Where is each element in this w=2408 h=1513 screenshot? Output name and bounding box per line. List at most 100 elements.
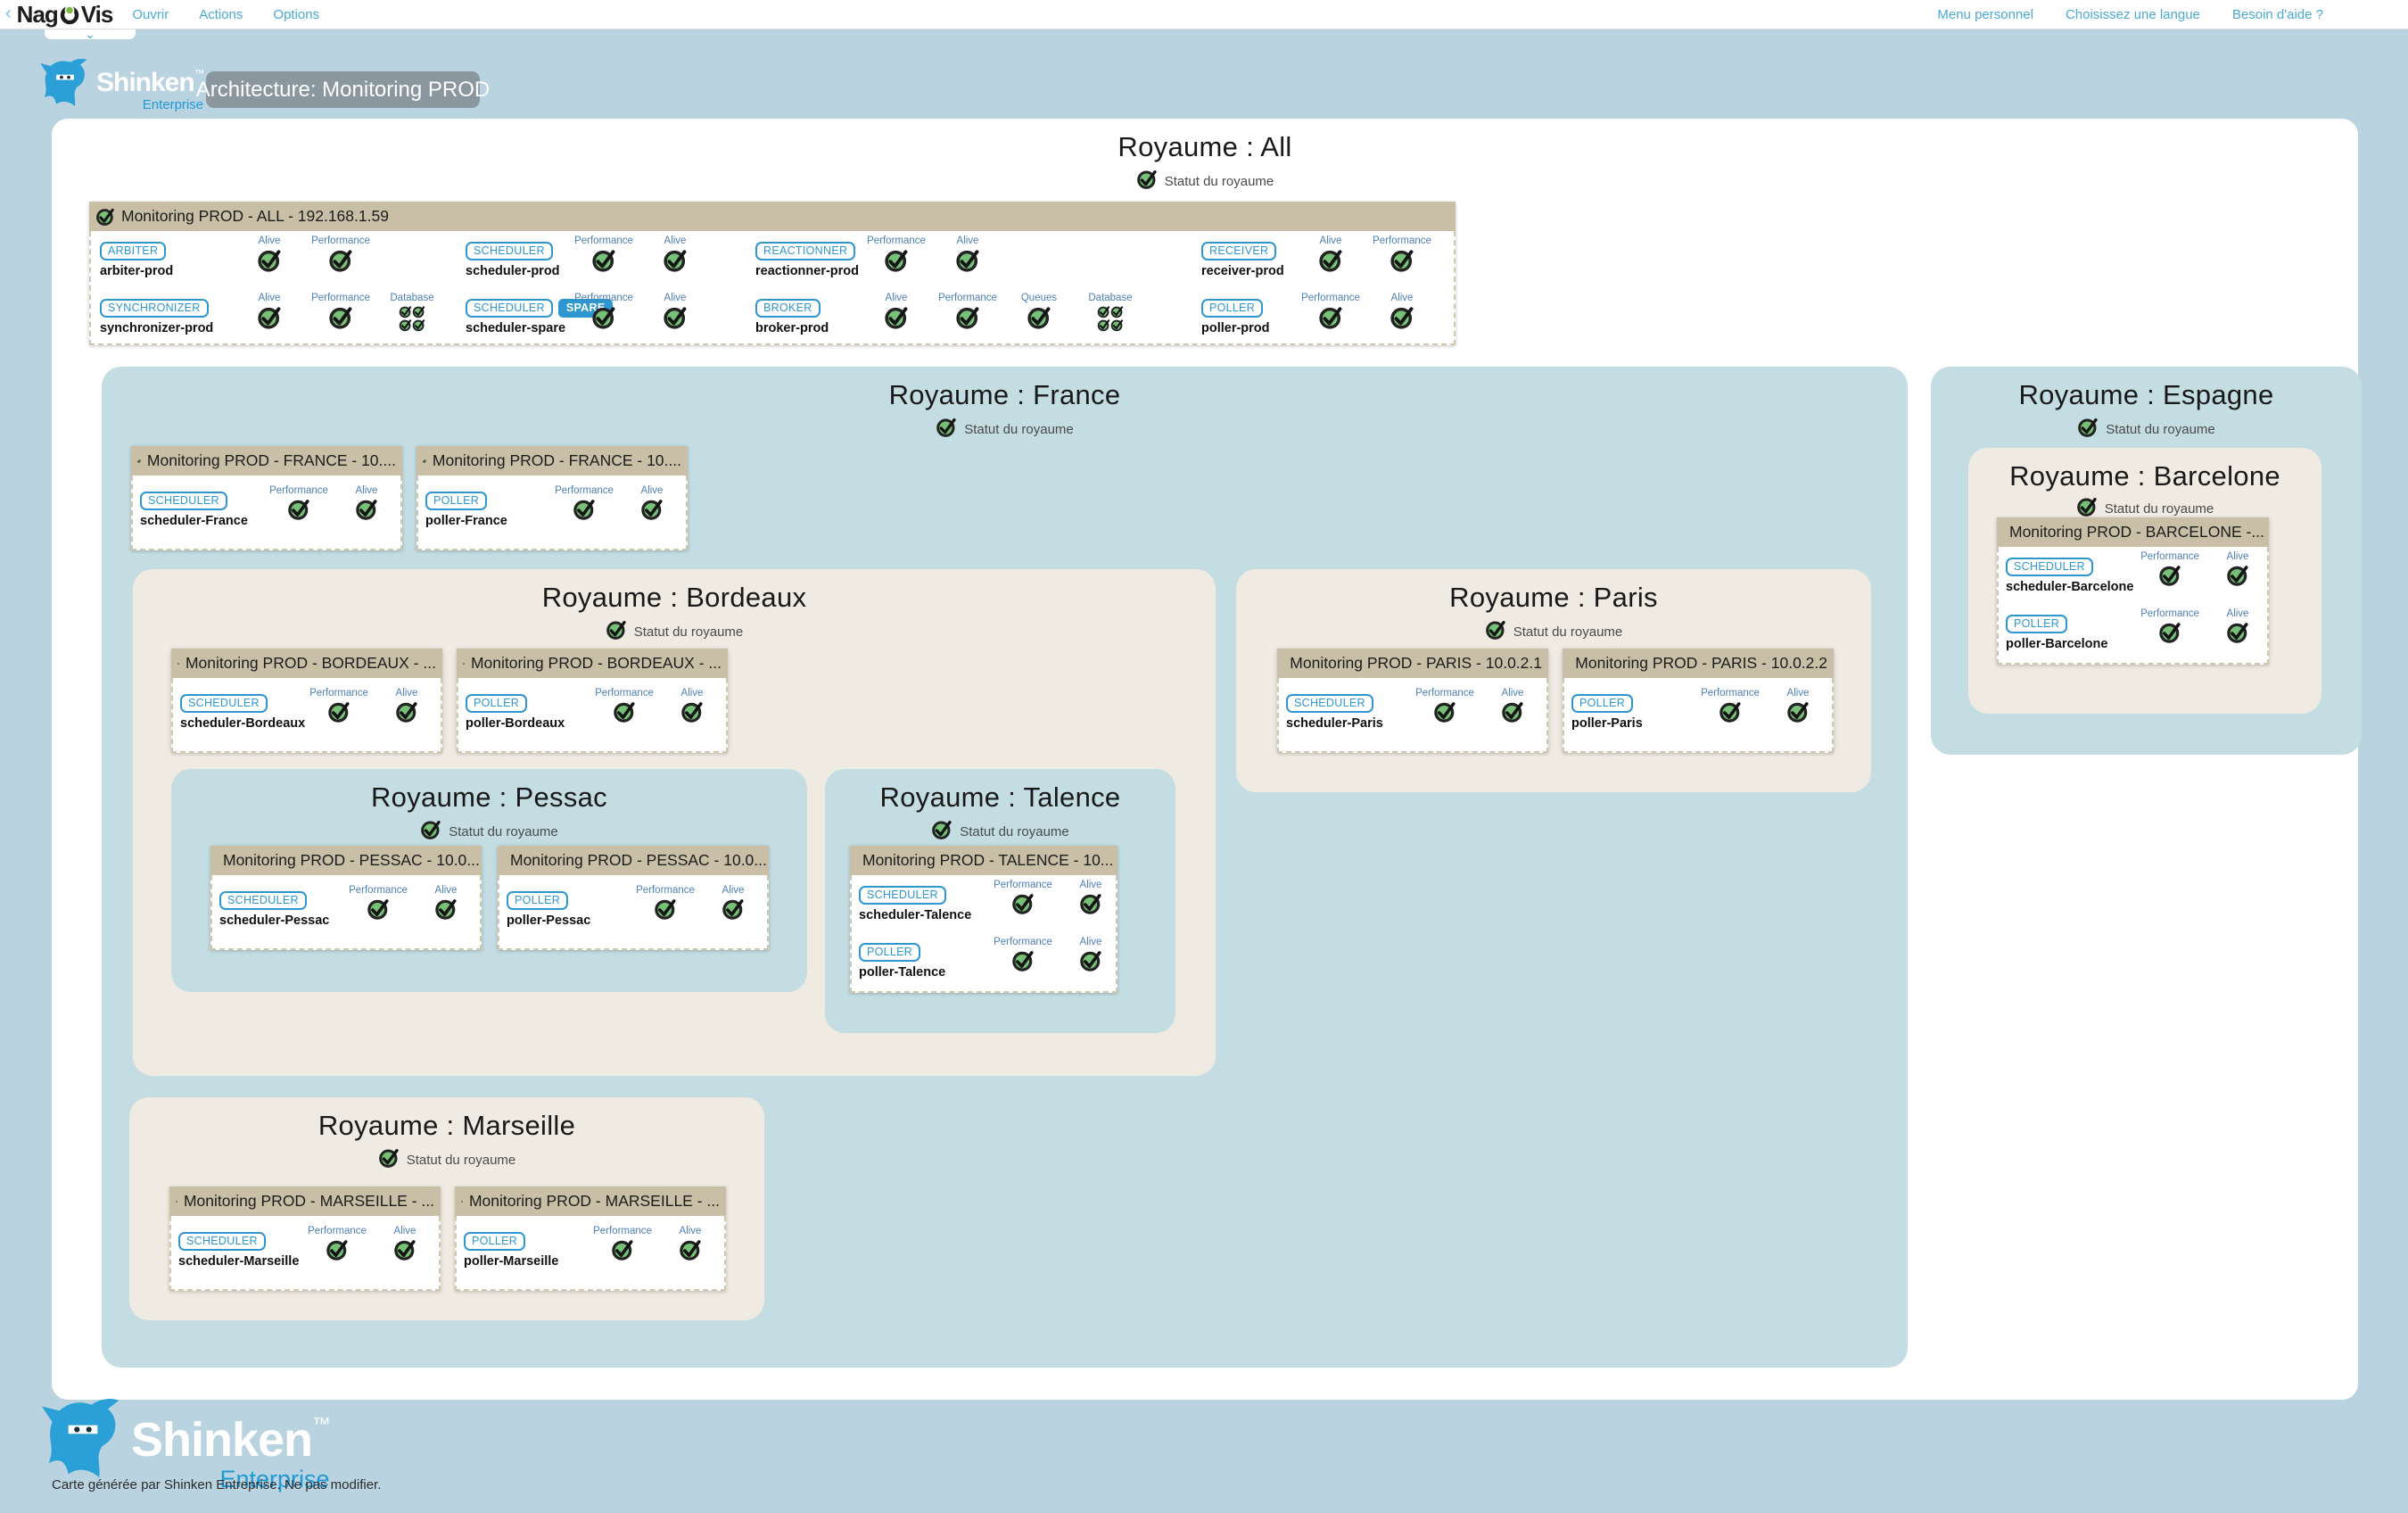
daemon-node-scheduler-spare: SCHEDULERSPAREscheduler-sparePerformance… — [466, 290, 711, 343]
menu-item-options[interactable]: Options — [273, 7, 319, 22]
status-alive[interactable]: Alive — [932, 233, 1003, 286]
status-performance[interactable]: Performance — [1411, 685, 1479, 739]
status-performance[interactable]: Performance — [2136, 549, 2204, 602]
royaume-marseille-status[interactable]: Statut du royaume — [129, 1147, 764, 1172]
monitoring-box-header[interactable]: Monitoring PROD - PESSAC - 10.0... — [498, 846, 769, 875]
status-alive[interactable]: Alive — [1057, 934, 1125, 988]
royaume-espagne-status[interactable]: Statut du royaume — [1931, 417, 2362, 442]
status-alive[interactable]: Alive — [373, 685, 441, 739]
status-performance[interactable]: Performance — [932, 290, 1003, 343]
monitoring-box-header[interactable]: Monitoring PROD - BORDEAUX - ... — [457, 649, 728, 678]
status-alive[interactable]: Alive — [412, 882, 480, 936]
status-alive[interactable]: Alive — [1366, 290, 1438, 343]
status-alive[interactable]: Alive — [333, 483, 400, 536]
status-alive[interactable]: Alive — [656, 1223, 724, 1277]
status-alive[interactable]: Alive — [639, 233, 711, 286]
monitoring-box-barcelone[interactable]: Monitoring PROD - BARCELONE -...SCHEDULE… — [1997, 517, 2269, 665]
status-performance[interactable]: Performance — [303, 1223, 371, 1277]
royaume-pessac-status[interactable]: Statut du royaume — [171, 819, 807, 844]
royaume-france-status[interactable]: Statut du royaume — [102, 417, 1908, 442]
status-performance[interactable]: Performance — [2136, 606, 2204, 659]
status-performance[interactable]: Performance — [1696, 685, 1764, 739]
status-database[interactable]: Database — [376, 290, 448, 343]
status-performance[interactable]: Performance — [305, 233, 376, 286]
menubar-collapse-tab[interactable]: ⌄ — [45, 29, 136, 39]
monitoring-box-paris-poller[interactable]: Monitoring PROD - PARIS - 10.0.2.2POLLER… — [1563, 649, 1834, 753]
daemon-row: POLLERpoller-FrancePerformanceAlive — [418, 475, 686, 547]
status-queues[interactable]: Queues — [1003, 290, 1075, 343]
monitoring-box-marseille-scheduler[interactable]: Monitoring PROD - MARSEILLE - ...SCHEDUL… — [169, 1186, 441, 1291]
status-alive[interactable]: Alive — [371, 1223, 439, 1277]
monitoring-box-pessac-poller[interactable]: Monitoring PROD - PESSAC - 10.0...POLLER… — [498, 846, 769, 950]
monitoring-box-header[interactable]: Monitoring PROD - MARSEILLE - ... — [169, 1186, 441, 1216]
monitoring-box-header[interactable]: Monitoring PROD - TALENCE - 10... — [850, 846, 1117, 875]
status-alive[interactable]: Alive — [861, 290, 932, 343]
monitoring-box-header[interactable]: Monitoring PROD - PARIS - 10.0.2.1 — [1277, 649, 1548, 678]
menu-item-actions[interactable]: Actions — [199, 7, 243, 22]
menu-item-ouvrir[interactable]: Ouvrir — [132, 7, 169, 22]
status-performance[interactable]: Performance — [344, 882, 412, 936]
monitoring-box-header[interactable]: Monitoring PROD - PESSAC - 10.0... — [210, 846, 482, 875]
monitoring-box-bordeaux-poller[interactable]: Monitoring PROD - BORDEAUX - ...POLLERpo… — [457, 649, 728, 753]
sidebar-collapse-icon[interactable]: ‹ — [0, 4, 17, 26]
royaume-paris-status[interactable]: Statut du royaume — [1236, 619, 1871, 644]
monitoring-box-france-poller[interactable]: Monitoring PROD - FRANCE - 10....POLLERp… — [416, 446, 688, 550]
monitoring-box-talence[interactable]: Monitoring PROD - TALENCE - 10...SCHEDUL… — [850, 846, 1117, 993]
status-alive[interactable]: Alive — [2204, 549, 2272, 602]
monitoring-box-header[interactable]: Monitoring PROD - FRANCE - 10.... — [131, 446, 402, 475]
monitoring-box-header[interactable]: Monitoring PROD - BARCELONE -... — [1997, 517, 2269, 547]
status-performance[interactable]: Performance — [550, 483, 618, 536]
status-performance[interactable]: Performance — [305, 685, 373, 739]
status-alive[interactable]: Alive — [1057, 877, 1125, 930]
monitoring-box-bordeaux-scheduler[interactable]: Monitoring PROD - BORDEAUX - ...SCHEDULE… — [171, 649, 442, 753]
status-alive[interactable]: Alive — [1764, 685, 1832, 739]
status-performance[interactable]: Performance — [989, 877, 1057, 930]
status-performance[interactable]: Performance — [861, 233, 932, 286]
monitoring-box-header[interactable]: Monitoring PROD - MARSEILLE - ... — [455, 1186, 726, 1216]
daemon-name: scheduler-Marseille — [178, 1254, 303, 1269]
daemon-nameblock: SCHEDULERscheduler-Barcelone — [2006, 549, 2136, 602]
daemon-nameblock: BROKERbroker-prod — [755, 290, 861, 343]
status-performance[interactable]: Performance — [305, 290, 376, 343]
status-performance[interactable]: Performance — [590, 685, 658, 739]
monitoring-box-all[interactable]: Monitoring PROD - ALL - 192.168.1.59ARBI… — [89, 202, 1456, 345]
status-alive[interactable]: Alive — [699, 882, 767, 936]
status-database[interactable]: Database — [1075, 290, 1146, 343]
royaume-bordeaux-status[interactable]: Statut du royaume — [133, 619, 1216, 644]
status-performance[interactable]: Performance — [1295, 290, 1366, 343]
monitoring-box-header[interactable]: Monitoring PROD - BORDEAUX - ... — [171, 649, 442, 678]
daemon-type-badge: SCHEDULER — [466, 242, 553, 260]
status-alive[interactable]: Alive — [639, 290, 711, 343]
status-performance[interactable]: Performance — [568, 233, 639, 286]
status-alive[interactable]: Alive — [1479, 685, 1546, 739]
monitoring-box-header[interactable]: Monitoring PROD - PARIS - 10.0.2.2 — [1563, 649, 1834, 678]
royaume-talence-status[interactable]: Statut du royaume — [825, 819, 1175, 844]
status-performance[interactable]: Performance — [568, 290, 639, 343]
status-performance[interactable]: Performance — [589, 1223, 656, 1277]
status-alive[interactable]: Alive — [2204, 606, 2272, 659]
status-alive[interactable]: Alive — [1295, 233, 1366, 286]
status-alive[interactable]: Alive — [658, 685, 726, 739]
menu-item-aide[interactable]: Besoin d'aide ? — [2232, 7, 2323, 22]
monitoring-box-paris-scheduler[interactable]: Monitoring PROD - PARIS - 10.0.2.1SCHEDU… — [1277, 649, 1548, 753]
monitoring-box-marseille-poller[interactable]: Monitoring PROD - MARSEILLE - ...POLLERp… — [455, 1186, 726, 1291]
status-alive[interactable]: Alive — [618, 483, 686, 536]
status-performance[interactable]: Performance — [989, 934, 1057, 988]
royaume-paris-title: Royaume : Paris — [1236, 582, 1871, 614]
status-performance[interactable]: Performance — [631, 882, 699, 936]
menu-item-langue[interactable]: Choisissez une langue — [2066, 7, 2200, 22]
status-ok-icon — [606, 619, 627, 644]
royaume-all-status[interactable]: Statut du royaume — [52, 169, 2358, 194]
monitoring-box-france-scheduler[interactable]: Monitoring PROD - FRANCE - 10....SCHEDUL… — [131, 446, 402, 550]
monitoring-box-header[interactable]: Monitoring PROD - FRANCE - 10.... — [416, 446, 688, 475]
status-alive[interactable]: Alive — [234, 290, 305, 343]
status-performance[interactable]: Performance — [1366, 233, 1438, 286]
status-ok-icon — [1097, 318, 1110, 332]
monitoring-box-header[interactable]: Monitoring PROD - ALL - 192.168.1.59 — [89, 202, 1456, 231]
monitoring-box-pessac-scheduler[interactable]: Monitoring PROD - PESSAC - 10.0...SCHEDU… — [210, 846, 482, 950]
status-label: Performance — [1415, 688, 1474, 699]
status-ok-icon — [1719, 700, 1742, 723]
status-alive[interactable]: Alive — [234, 233, 305, 286]
menu-item-menu-personnel[interactable]: Menu personnel — [1937, 7, 2033, 22]
status-performance[interactable]: Performance — [265, 483, 333, 536]
